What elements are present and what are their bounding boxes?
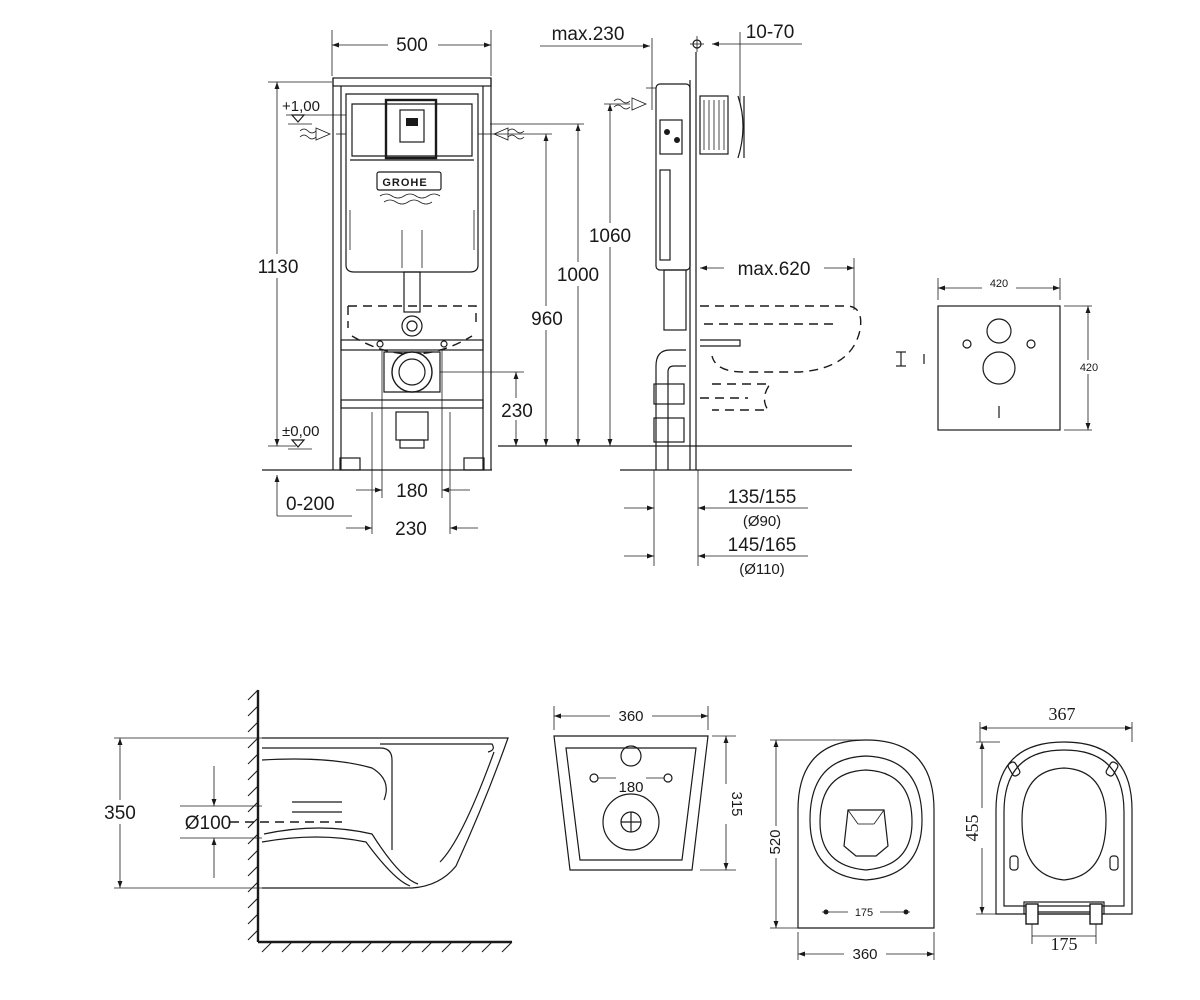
seat-top-view: 367 175 455 — [962, 704, 1133, 954]
bowl-top-view: 175 520 360 — [762, 739, 935, 964]
dim-frame-height: 1130 — [258, 257, 299, 278]
dim-top-width: 360 — [852, 946, 877, 963]
frame-front-view: 500 GROHE — [254, 30, 852, 540]
level-top-label: +1,00 — [282, 98, 320, 115]
level-floor-label: ±0,00 — [282, 423, 319, 440]
drain-dia-2: (Ø110) — [739, 561, 785, 578]
frame-side-view: max.230 10-70 — [540, 22, 862, 578]
dim-back-width: 360 — [618, 708, 643, 725]
dim-top-height: 1060 — [589, 226, 631, 247]
dim-drain-height: 230 — [501, 401, 533, 422]
bowl-back-view: 360 180 315 — [553, 704, 745, 871]
drain-dia-1: (Ø90) — [743, 513, 781, 530]
dim-plate-width: 420 — [990, 278, 1008, 290]
dim-plate-height: 420 — [1080, 362, 1098, 374]
level-marker-icon — [288, 114, 312, 125]
dim-top-hole-spacing: 175 — [855, 907, 873, 919]
dim-drain-spacing: 180 — [396, 481, 428, 502]
water-inlet-icon — [299, 127, 332, 141]
dim-tank-height: 1000 — [557, 265, 599, 286]
dim-wall-range: 10-70 — [746, 22, 795, 43]
dim-bowl-max: max.620 — [738, 259, 811, 280]
dim-drain-offset-1: 135/155 — [728, 487, 797, 508]
dim-frame-spacing: 230 — [395, 519, 427, 540]
fixing-hole-icon — [896, 351, 925, 367]
dim-inlet-height: 960 — [531, 309, 563, 330]
dim-seat-width: 367 — [1049, 704, 1076, 724]
dim-drain-offset-2: 145/165 — [728, 535, 797, 556]
dim-seat-hinge-spacing: 175 — [1051, 934, 1078, 954]
water-inlet-icon — [613, 97, 648, 111]
grohe-logo: GROHE — [382, 177, 427, 189]
dim-adjust-range: 0-200 — [286, 494, 335, 515]
bowl-side-view: 350 Ø100 — [100, 689, 513, 953]
dim-bowl-height: 350 — [104, 803, 136, 824]
dim-outlet-dia: Ø100 — [185, 813, 231, 834]
dim-seat-length: 455 — [962, 815, 982, 842]
dim-back-hole-spacing: 180 — [618, 779, 643, 796]
dim-top-length: 520 — [767, 829, 784, 854]
dim-depth-max: max.230 — [552, 24, 625, 45]
mounting-plate-view: 420 420 — [896, 276, 1102, 431]
level-marker-icon — [288, 439, 312, 450]
dim-back-height: 315 — [728, 791, 745, 816]
dim-frame-width: 500 — [396, 35, 428, 56]
